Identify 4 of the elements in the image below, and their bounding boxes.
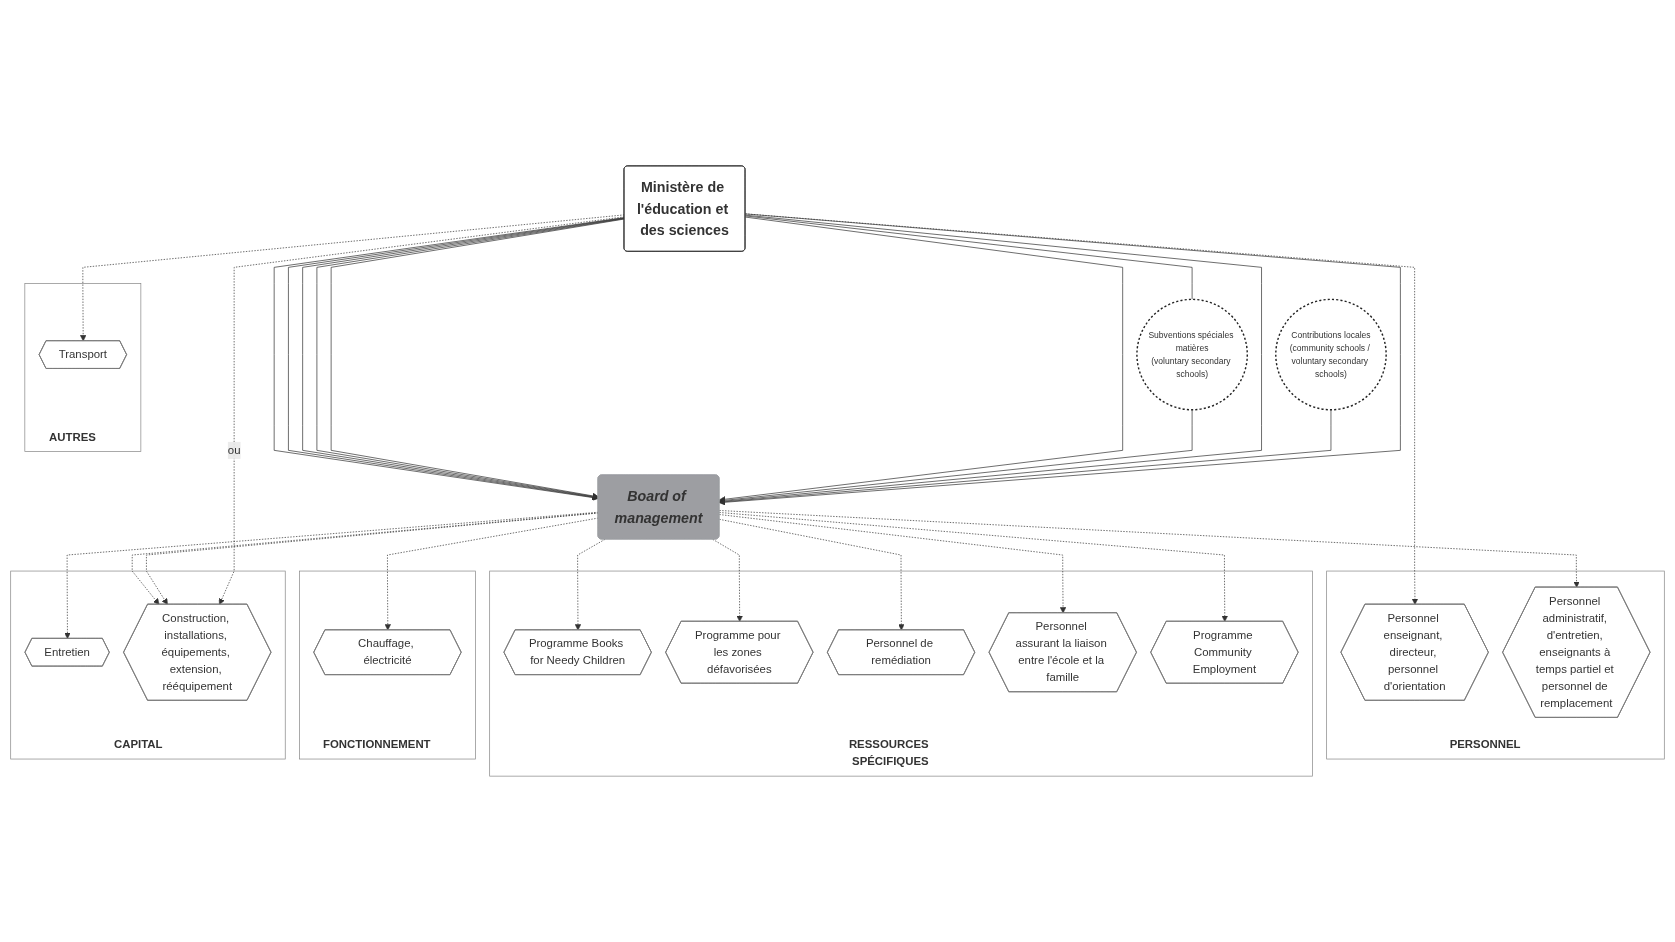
edge-label: ou — [227, 443, 241, 457]
node-circle: Contributions locales (community schools / voluntary secondary schools) — [1275, 298, 1387, 411]
node-circle: Subventions spéciales matières (voluntary secondary schools) — [1136, 298, 1248, 411]
connector — [745, 215, 1193, 300]
